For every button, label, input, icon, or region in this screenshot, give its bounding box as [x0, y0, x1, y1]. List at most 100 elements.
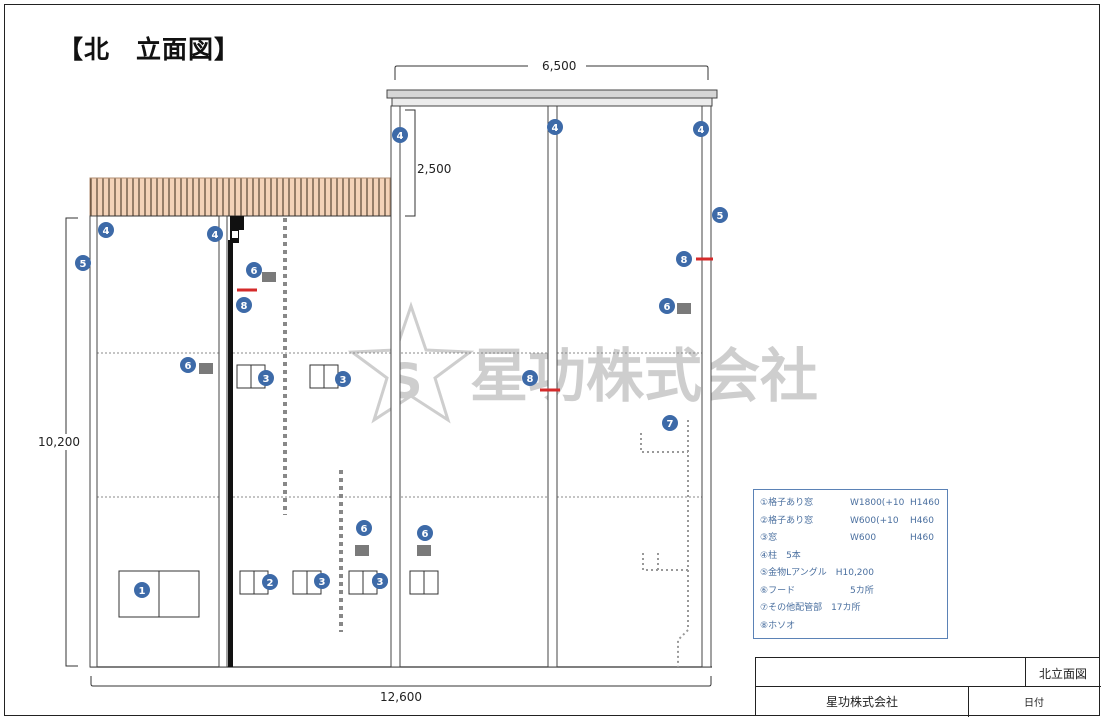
marker-3: 3	[258, 370, 274, 386]
marker-6: 6	[356, 520, 372, 536]
marker-circle	[417, 525, 433, 541]
marker-circle	[676, 251, 692, 267]
window-type-3	[309, 364, 339, 389]
marker-circle	[98, 222, 114, 238]
marker-circle	[134, 582, 150, 598]
marker-circle	[258, 370, 274, 386]
window-type-3	[409, 570, 439, 595]
dim-awning-height: 2,500	[417, 162, 451, 176]
legend-item-height: H460	[910, 515, 934, 526]
marker-3: 3	[372, 573, 388, 589]
marker-circle	[75, 255, 91, 271]
window-type-2	[239, 570, 269, 595]
markers: 12333334444455666667888	[75, 119, 728, 598]
marker-circle	[693, 121, 709, 137]
marker-circle	[335, 371, 351, 387]
awning	[89, 177, 391, 217]
hood	[417, 545, 431, 556]
marker-5: 5	[75, 255, 91, 271]
dim-awning-bracket	[405, 109, 416, 217]
red-marks	[237, 257, 713, 392]
marker-8: 8	[676, 251, 692, 267]
marker-circle	[392, 127, 408, 143]
marker-label: 3	[340, 375, 347, 386]
hoods	[199, 272, 691, 556]
marker-label: 3	[377, 577, 384, 588]
window-type-3	[292, 570, 322, 595]
legend-item-size: 5カ所	[850, 585, 874, 596]
marker-6: 6	[180, 357, 196, 373]
marker-4: 4	[693, 121, 709, 137]
marker-3: 3	[335, 371, 351, 387]
marker-label: 6	[422, 529, 429, 540]
column-left	[89, 215, 98, 668]
legend-item-name: ⑥フード	[760, 585, 796, 596]
marker-label: 3	[319, 577, 326, 588]
marker-circle	[180, 357, 196, 373]
marker-6: 6	[417, 525, 433, 541]
marker-8: 8	[522, 370, 538, 386]
marker-8: 8	[236, 297, 252, 313]
marker-circle	[372, 573, 388, 589]
hood	[199, 363, 213, 374]
marker-label: 5	[717, 211, 724, 222]
marker-label: 2	[267, 578, 274, 589]
marker-label: 5	[80, 259, 87, 270]
marker-label: 1	[139, 586, 146, 597]
marker-4: 4	[98, 222, 114, 238]
columns	[89, 105, 712, 668]
hood	[677, 303, 691, 314]
hood	[262, 272, 276, 282]
marker-2: 2	[262, 574, 278, 590]
marker-label: 6	[251, 266, 258, 277]
legend-item-size: W1800(+10	[850, 498, 905, 508]
legend-item-name: ⑦その他配管部 17カ所	[760, 603, 861, 613]
black-pipe-head	[230, 216, 244, 243]
title-block-company: 星功株式会社	[826, 695, 899, 709]
legend-item-name: ⑧ホソオ	[760, 620, 796, 631]
marker-circle	[262, 574, 278, 590]
marker-circle	[662, 415, 678, 431]
marker-label: 7	[667, 419, 674, 430]
window-type-3	[348, 570, 378, 595]
marker-circle	[314, 573, 330, 589]
marker-4: 4	[547, 119, 563, 135]
marker-circle	[356, 520, 372, 536]
window-type-1	[118, 570, 200, 618]
legend-item-name: ③窓	[760, 533, 778, 543]
pipe-dotted-7	[640, 420, 689, 667]
legend-item-name: ①格子あり窓	[760, 498, 814, 508]
legend-item-size: W600	[850, 533, 877, 543]
marker-label: 4	[552, 123, 559, 134]
marker-label: 4	[212, 230, 219, 241]
marker-label: 4	[103, 226, 110, 237]
windows	[118, 364, 439, 618]
marker-label: 8	[681, 255, 688, 266]
marker-3: 3	[314, 573, 330, 589]
marker-label: 8	[527, 374, 534, 385]
drawing-title: 【北 立面図】	[58, 35, 241, 64]
column-center	[390, 105, 401, 668]
title-block-date-label: 日付	[1024, 698, 1044, 709]
legend-item-height: H1460	[910, 498, 940, 508]
marker-label: 6	[361, 524, 368, 535]
legend-item-size: W600(+10	[850, 515, 899, 526]
marker-label: 8	[241, 301, 248, 312]
column-mid-left	[218, 215, 228, 668]
roof-beam-lower	[391, 97, 713, 107]
marker-circle	[659, 298, 675, 314]
watermark: S 星功株式会社	[347, 301, 818, 424]
marker-circle	[712, 207, 728, 223]
roof-beam	[386, 89, 718, 99]
black-pipe-head-inner	[232, 231, 238, 238]
dim-total-width: 12,600	[380, 690, 422, 704]
black-pipe	[228, 240, 233, 667]
marker-label: 6	[664, 302, 671, 313]
marker-6: 6	[659, 298, 675, 314]
marker-4: 4	[207, 226, 223, 242]
dim-total-height: 10,200	[38, 435, 80, 449]
watermark-star-logo	[347, 301, 475, 424]
marker-circle	[547, 119, 563, 135]
